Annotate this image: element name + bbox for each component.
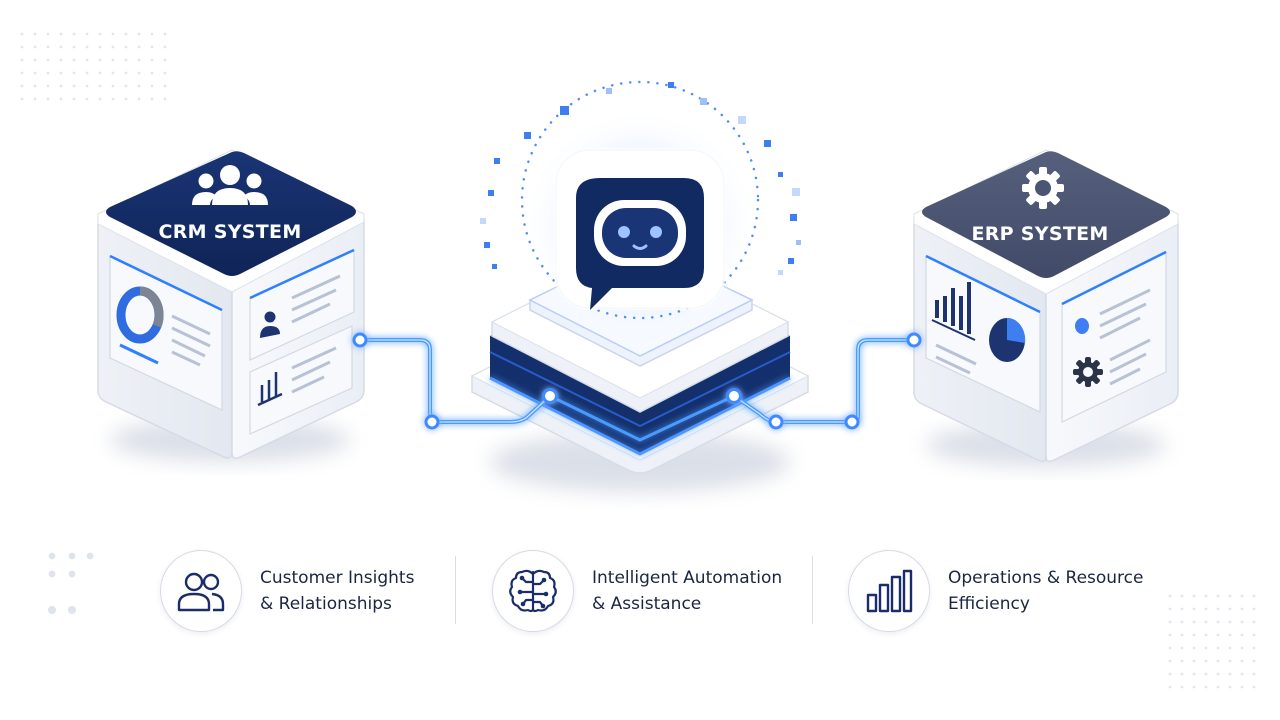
feature-title-line1: Operations & Resource xyxy=(948,568,1144,588)
crm-label: CRM SYSTEM xyxy=(158,221,301,243)
feature-text: Intelligent Automation & Assistance xyxy=(592,565,782,617)
feature-intelligent-automation: Intelligent Automation & Assistance xyxy=(492,548,782,634)
crm-dashboard-panel xyxy=(109,254,223,411)
feature-title-line1: Customer Insights xyxy=(260,568,415,588)
feature-customer-insights: Customer Insights & Relationships xyxy=(160,548,414,634)
crm-report-panel xyxy=(249,325,353,435)
connector-node xyxy=(424,414,440,430)
erp-label: ERP SYSTEM xyxy=(971,223,1108,245)
erp-system-box[interactable]: ERP SYSTEM xyxy=(913,149,1179,467)
feature-title-line2: & Relationships xyxy=(260,594,392,614)
bar-chart-icon xyxy=(931,282,976,341)
sparkle xyxy=(668,82,674,88)
user-profile-icon xyxy=(260,311,280,338)
crm-top-face xyxy=(106,151,356,276)
brain-icon xyxy=(509,569,557,613)
data-sparkles xyxy=(480,82,801,275)
bar-chart-icon xyxy=(866,569,913,613)
feature-title-line2: & Assistance xyxy=(592,594,702,614)
sparkle xyxy=(488,190,494,196)
feature-divider xyxy=(455,556,456,624)
feature-icon-circle xyxy=(160,550,242,632)
ai-hub[interactable] xyxy=(470,80,810,492)
chatbot-icon xyxy=(576,178,704,310)
feature-title-line2: Efficiency xyxy=(948,594,1030,614)
feature-operations-efficiency: Operations & Resource Efficiency xyxy=(848,548,1143,634)
sparkle xyxy=(480,218,486,224)
feature-text: Customer Insights & Relationships xyxy=(260,565,414,617)
feature-icon-circle xyxy=(848,550,930,632)
sparkle xyxy=(560,106,569,115)
sparkle xyxy=(524,132,531,139)
background-dots xyxy=(20,32,1256,689)
feature-icon-circle xyxy=(492,550,574,632)
sparkle xyxy=(796,240,801,245)
sparkle xyxy=(494,158,500,164)
sparkle xyxy=(764,140,771,147)
sparkle xyxy=(738,116,746,124)
sparkle xyxy=(606,88,612,94)
sparkle xyxy=(700,98,707,105)
erp-settings-panel xyxy=(1061,250,1167,423)
feature-title-line1: Intelligent Automation xyxy=(592,568,783,588)
users-icon xyxy=(192,165,268,205)
sparkle xyxy=(778,172,783,177)
connector-node xyxy=(726,388,742,404)
sparkle xyxy=(778,270,783,275)
feature-text: Operations & Resource Efficiency xyxy=(948,565,1143,617)
connector-node xyxy=(844,414,860,430)
small-gear-icon xyxy=(1073,357,1103,387)
crm-contact-panel xyxy=(249,248,355,361)
crm-system-box[interactable]: CRM SYSTEM xyxy=(97,149,365,462)
sparkle xyxy=(492,264,497,269)
feature-divider xyxy=(812,556,813,624)
erp-top-face xyxy=(922,151,1170,278)
status-dot-icon xyxy=(1075,318,1089,334)
sparkle xyxy=(788,258,794,264)
people-icon xyxy=(177,572,225,612)
sparkle xyxy=(792,188,800,196)
small-bar-chart-icon xyxy=(257,372,283,407)
connector-node xyxy=(768,414,784,430)
gear-icon xyxy=(1022,167,1064,209)
donut-chart-icon xyxy=(116,286,164,344)
dotted-orbit xyxy=(520,80,760,320)
sparkle xyxy=(790,214,797,221)
connector-node xyxy=(906,332,922,348)
connection-nodes xyxy=(352,332,922,430)
erp-analytics-panel xyxy=(925,254,1041,413)
sparkle xyxy=(484,242,490,248)
connector-node xyxy=(542,388,558,404)
connector-node xyxy=(352,332,368,348)
pie-chart-icon xyxy=(989,317,1026,362)
